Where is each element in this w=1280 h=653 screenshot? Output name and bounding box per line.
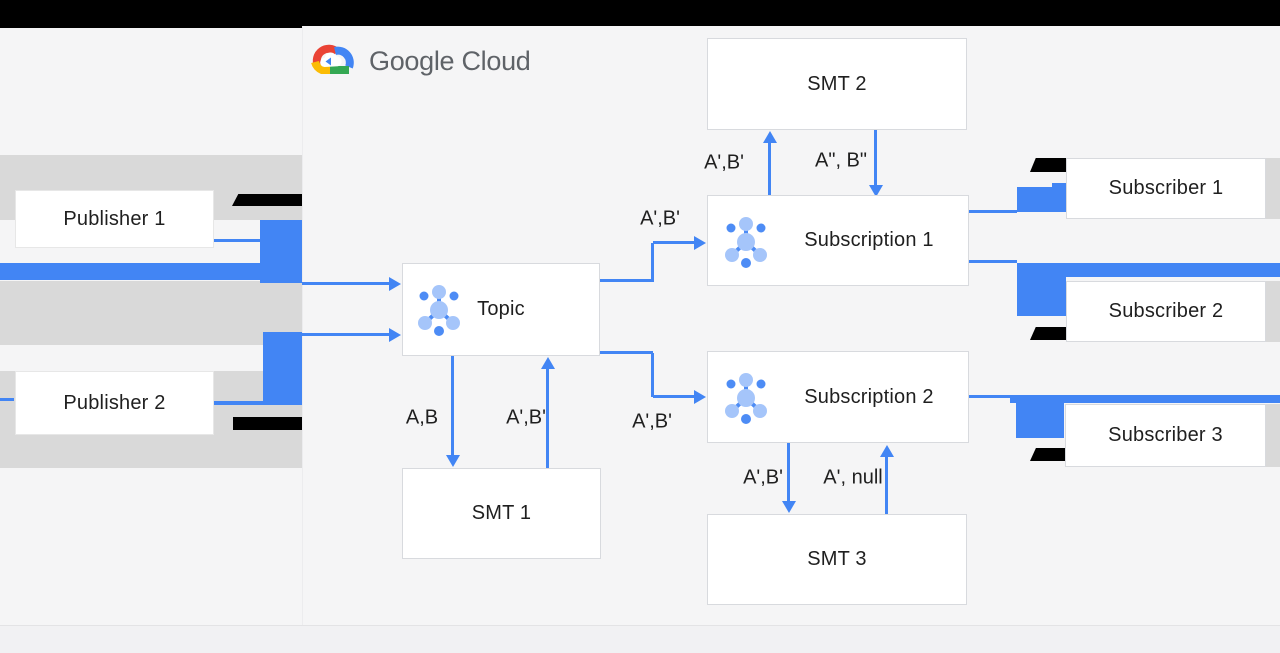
gray-band-middle <box>0 281 302 345</box>
arrowhead-into-topic-2 <box>389 328 401 342</box>
arrowhead-into-topic-1 <box>389 277 401 291</box>
redaction-bar-subscriber2 <box>1030 327 1066 340</box>
node-smt2-label: SMT 2 <box>807 72 867 95</box>
node-subscriber3-label: Subscriber 3 <box>1108 424 1223 446</box>
flow-line-subscription1-b <box>969 260 1017 263</box>
flow-block-right-1 <box>1017 187 1066 212</box>
edge-label-subscription2-smt3: A',B' <box>743 466 783 489</box>
arrowhead-into-smt1 <box>446 455 460 467</box>
flow-block-left-1 <box>260 220 302 283</box>
google-cloud-logo-icon <box>311 44 354 74</box>
edge-label-smt1-topic: A',B' <box>506 406 546 429</box>
node-subscriber3: Subscriber 3 <box>1065 404 1266 467</box>
flow-line-publisher2 <box>214 401 263 405</box>
node-publisher2-label: Publisher 2 <box>63 391 166 414</box>
flow-bar-subscriber3 <box>1010 395 1280 403</box>
top-black-bar-left <box>0 0 302 28</box>
pubsub-subscription2-icon <box>723 372 769 424</box>
edge-label-smt3-subscription2: A', null <box>823 466 883 489</box>
flow-line-to-topic-1 <box>302 282 390 285</box>
node-subscriber1: Subscriber 1 <box>1066 158 1266 219</box>
edge-label-topic-subscription1: A',B' <box>640 207 680 230</box>
node-publisher1-label: Publisher 1 <box>63 207 166 230</box>
edge-label-topic-smt1: A,B <box>405 406 439 429</box>
arrowhead-into-subscription2 <box>694 390 706 404</box>
arrowhead-smt3-into-subscription2 <box>880 445 894 457</box>
redaction-bar-publisher2 <box>233 417 302 430</box>
panel-divider-line <box>302 26 303 625</box>
edge-topic-subscription1-h1 <box>600 279 653 282</box>
top-black-bar-right <box>302 0 1280 26</box>
flow-block-left-2 <box>263 332 302 405</box>
node-smt1: SMT 1 <box>402 468 601 559</box>
edge-subscription1-smt2-line <box>768 143 771 195</box>
arrowhead-into-smt2 <box>763 131 777 143</box>
edge-label-topic-subscription2: A',B' <box>632 410 672 433</box>
edge-topic-subscription1-h2 <box>653 241 695 244</box>
flow-bar-left <box>0 263 260 280</box>
node-subscriber1-label: Subscriber 1 <box>1108 177 1224 199</box>
node-smt3: SMT 3 <box>707 514 967 605</box>
node-smt3-label: SMT 3 <box>807 548 867 570</box>
redaction-bar-subscriber1 <box>1030 158 1066 172</box>
redaction-bar-publisher1 <box>232 194 302 206</box>
node-publisher1: Publisher 1 <box>15 190 214 248</box>
gray-strip-subscriber3 <box>1266 404 1280 467</box>
flow-stub-left-edge <box>0 398 14 402</box>
node-subscription1-label: Subscription 1 <box>804 229 934 251</box>
footer-bar <box>0 625 1280 653</box>
arrowhead-into-subscription1 <box>694 236 706 250</box>
google-cloud-logo-text: Google Cloud <box>369 46 531 76</box>
edge-topic-subscription2-v <box>651 353 654 397</box>
node-smt1-label: SMT 1 <box>471 502 532 524</box>
edge-label-subscription1-smt2: A',B' <box>704 151 744 174</box>
node-topic-label: Topic <box>477 298 525 320</box>
flow-block-right-2 <box>1017 277 1066 316</box>
gray-strip-subscriber2 <box>1266 281 1280 342</box>
edge-smt3-subscription2-line <box>885 457 888 514</box>
edge-topic-smt1-line <box>451 356 454 455</box>
edge-topic-subscription1-v <box>651 243 654 282</box>
gray-strip-subscriber1 <box>1266 158 1280 219</box>
arrowhead-into-smt3 <box>782 501 796 513</box>
node-subscriber2-label: Subscriber 2 <box>1108 300 1224 322</box>
edge-smt1-topic-line <box>546 369 549 468</box>
flow-bar-subscriber2 <box>1017 263 1280 277</box>
node-publisher2: Publisher 2 <box>15 371 214 435</box>
arrowhead-smt1-into-topic <box>541 357 555 369</box>
flow-block-right-3 <box>1016 403 1064 438</box>
flow-line-subscription2 <box>969 395 1010 399</box>
node-subscriber2: Subscriber 2 <box>1066 281 1266 342</box>
node-smt2: SMT 2 <box>707 38 967 130</box>
flow-line-publisher1 <box>214 239 260 242</box>
pubsub-subscription1-icon <box>723 216 769 268</box>
redaction-bar-subscriber3 <box>1030 448 1067 461</box>
edge-topic-subscription2-h1 <box>600 351 653 354</box>
edge-smt2-subscription1-line <box>874 130 877 185</box>
flow-block-right-1-step <box>1052 183 1066 188</box>
flow-line-subscription1-a <box>969 210 1017 213</box>
edge-topic-subscription2-h2 <box>653 395 695 398</box>
edge-subscription2-smt3-line <box>787 443 790 501</box>
google-cloud-logo: Google Cloud <box>308 44 531 78</box>
node-topic: Topic <box>402 263 600 356</box>
node-subscription1: Subscription 1 <box>707 195 969 286</box>
node-subscription2-label: Subscription 2 <box>804 385 934 408</box>
arrowhead-smt2-into-subscription1 <box>869 185 883 197</box>
pubsub-topic-icon <box>416 284 462 336</box>
flow-line-to-topic-2 <box>302 333 390 336</box>
edge-label-smt2-subscription1: A", B" <box>815 149 867 172</box>
